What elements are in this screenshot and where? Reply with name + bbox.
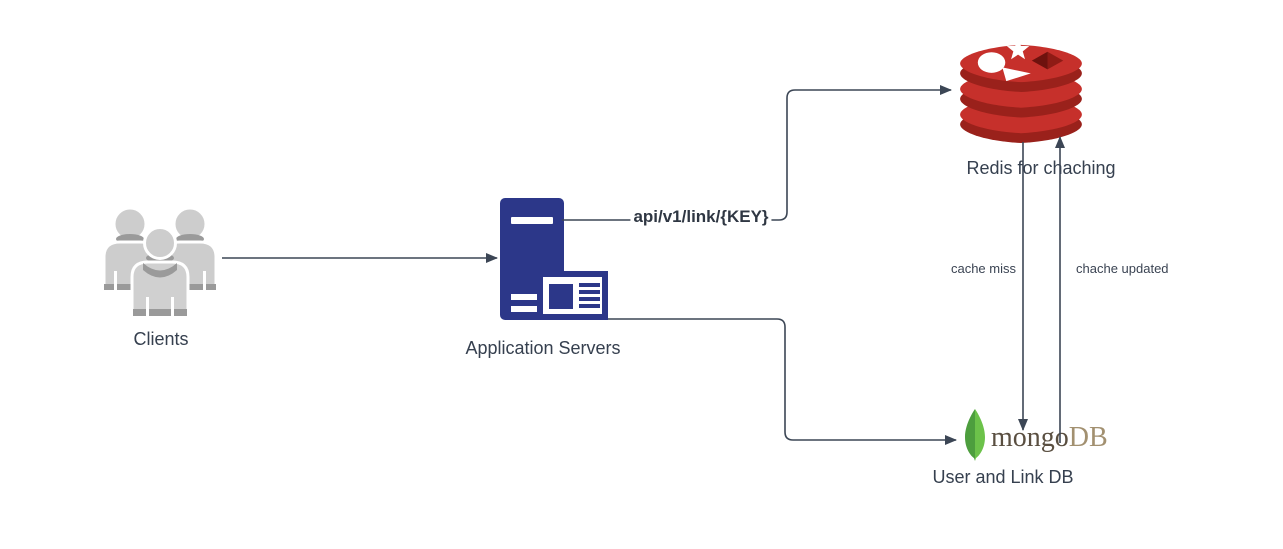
edge-app-to-redis xyxy=(562,85,952,221)
people-group-icon xyxy=(99,197,221,319)
application-servers-label: Application Servers xyxy=(465,338,621,358)
mongodb-wordmark: mongoDB xyxy=(991,412,1108,464)
clients-label: Clients xyxy=(133,329,189,349)
node-application-servers[interactable] xyxy=(500,198,612,324)
redis-stack-icon xyxy=(956,37,1086,145)
node-redis[interactable] xyxy=(956,37,1086,145)
node-mongodb[interactable]: mongoDB xyxy=(962,408,1108,467)
server-tower-icon xyxy=(500,198,612,324)
mongodb-wordmark-mongo: mongo xyxy=(991,421,1069,453)
mongodb-leaf-icon xyxy=(962,408,988,467)
mongodb-wordmark-db: DB xyxy=(1068,421,1108,453)
edge-label-cache-updated: chache updated xyxy=(1076,261,1169,276)
node-clients[interactable] xyxy=(99,197,221,319)
edge-label-api-endpoint: api/v1/link/{KEY} xyxy=(630,207,772,227)
mongodb-label: User and Link DB xyxy=(932,467,1074,487)
redis-label: Redis for chaching xyxy=(966,158,1116,178)
edge-label-cache-miss: cache miss xyxy=(950,261,1016,276)
edge-app-to-mongo xyxy=(608,318,957,445)
